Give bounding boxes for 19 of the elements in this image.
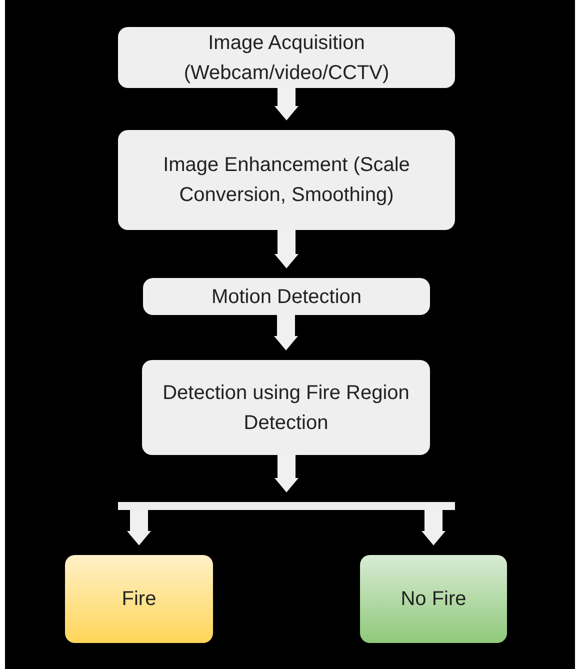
process-box [143,278,430,315]
block-arrow [274,88,298,120]
block-arrow [422,510,446,546]
box-label: Fire [122,587,156,612]
process-box [118,27,455,88]
box-label: Image Enhancement (Scale Conversion, Smoothing) [162,153,411,208]
result-box [360,555,507,643]
process-box [142,360,430,455]
box-label: Image Acquisition (Webcam/video/CCTV) [182,30,390,86]
box-label: No Fire [400,587,466,612]
box-label: Motion Detection [211,284,362,310]
box-label: Detection using Fire Region Detection [162,380,410,436]
block-arrow [274,455,298,492]
process-box [118,130,455,230]
result-box [65,555,213,643]
split-bar [118,502,455,510]
block-arrow [274,230,298,268]
block-arrow [127,510,151,546]
block-arrow [274,315,298,350]
